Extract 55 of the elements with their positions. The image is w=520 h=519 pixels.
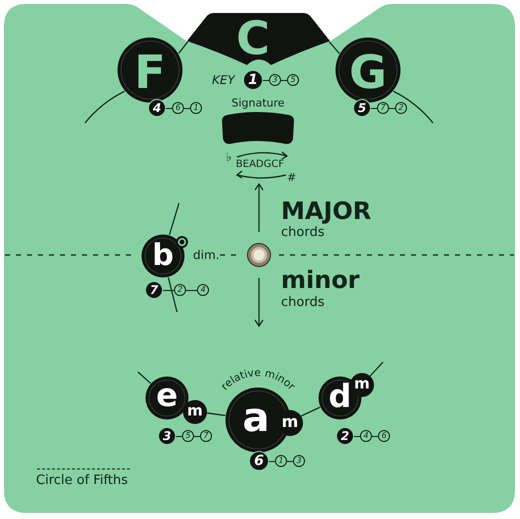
degree-number: 5: [287, 74, 299, 86]
connector-line: [178, 41, 188, 54]
degree-number: 5: [182, 430, 194, 442]
degree-number: 2: [395, 102, 407, 114]
sharp-sign: #: [287, 172, 296, 183]
chord-suffix: m: [282, 414, 298, 430]
flat-sign: ♭: [226, 151, 232, 163]
degree-number: 7: [200, 430, 212, 442]
connector-line: [138, 372, 151, 384]
degree-number: 3: [158, 427, 176, 445]
note-circle: [145, 376, 207, 424]
note-letter: d: [328, 380, 352, 412]
connector-line: [84, 90, 125, 124]
degree-number: 1: [275, 455, 287, 467]
chord-heading: minor: [281, 268, 360, 292]
chord-suffix: m: [354, 376, 370, 392]
note-circle: [117, 37, 183, 103]
chord-suffix: m: [187, 404, 203, 418]
degree-number: 7: [145, 281, 163, 299]
note-letter: b: [152, 241, 174, 271]
degree-number: 4: [360, 430, 372, 442]
note-letter: G: [349, 49, 387, 95]
note-letter: C: [236, 15, 270, 61]
note-circle: [141, 234, 189, 278]
note-letter: e: [156, 379, 178, 411]
dim-label: dim.: [193, 249, 220, 261]
window-heading: Signature: [231, 98, 285, 108]
connector-line: [206, 412, 226, 416]
degree-number: 6: [249, 451, 269, 471]
degree-number: 4: [197, 284, 209, 296]
degree-number: 2: [336, 427, 354, 445]
degree-number: 4: [148, 99, 166, 117]
note-circle: [318, 373, 374, 420]
note-letter: a: [242, 398, 270, 438]
degree-number: 1: [243, 70, 263, 90]
chord-subheading: chords: [281, 226, 324, 239]
degree-number: 3: [293, 455, 305, 467]
connector-line: [393, 90, 434, 124]
degree-number: 6: [378, 430, 390, 442]
footer-title: Circle of Fifths: [36, 474, 128, 487]
note-sequence: BEADGCF: [236, 160, 284, 170]
degree-number: 5: [353, 99, 371, 117]
degree-number: 1: [190, 102, 202, 114]
connector-line: [300, 406, 320, 417]
key-label: KEY: [212, 74, 235, 86]
chord-heading: MAJOR: [281, 199, 372, 223]
connector-line: [328, 41, 340, 54]
connector-line: [370, 362, 384, 376]
chord-subheading: chords: [281, 296, 324, 309]
degree-number: 7: [377, 102, 389, 114]
degree-number: 6: [172, 102, 184, 114]
connector-line: [168, 202, 180, 236]
degree-number: 2: [174, 284, 186, 296]
degree-number: 3: [269, 74, 281, 86]
note-letter: F: [134, 49, 166, 95]
